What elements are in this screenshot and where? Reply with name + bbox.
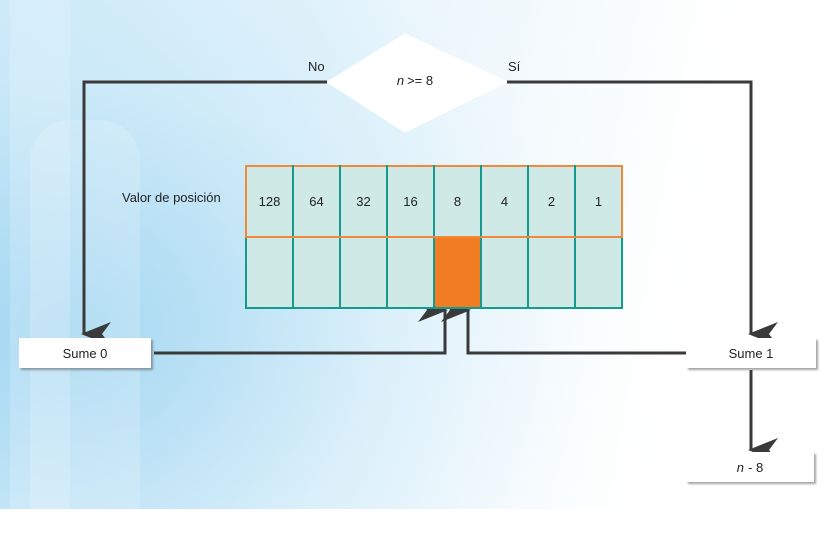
yes-branch-line [507, 80, 778, 346]
yes-label: Sí [508, 59, 521, 74]
bit-cell [527, 237, 576, 309]
connector-lines [81, 80, 778, 462]
sume-1-box: Sume 1 [686, 338, 816, 368]
bit-cell [339, 237, 388, 309]
no-branch-line [81, 80, 327, 346]
place-value-cell: 4 [480, 165, 529, 238]
place-value-cell: 16 [386, 165, 435, 238]
bit-cell [480, 237, 529, 309]
bit-cell [292, 237, 341, 309]
place-value-cell: 1 [574, 165, 623, 238]
sume-0-box: Sume 0 [19, 338, 151, 368]
sume0-to-cell-line [154, 298, 448, 355]
result-expression: - 8 [748, 459, 764, 475]
decision-condition: >= 8 [407, 73, 434, 88]
sume1-to-cell-line [441, 298, 686, 355]
place-value-grid: 128 64 32 16 8 4 2 1 [245, 165, 623, 309]
decision-variable: n [396, 73, 405, 88]
place-value-cell: 128 [245, 165, 294, 238]
place-value-cell: 2 [527, 165, 576, 238]
bit-cell [574, 237, 623, 309]
row-label: Valor de posición [122, 190, 221, 205]
result-variable: n [736, 459, 745, 475]
bit-cell [245, 237, 294, 309]
bg-stripe [10, 0, 70, 560]
bit-cell [386, 237, 435, 309]
no-label: No [308, 59, 325, 74]
bit-row [245, 237, 623, 309]
place-value-cell: 8 [433, 165, 482, 238]
bit-cell-highlighted [433, 237, 482, 309]
result-box: n- 8 [686, 452, 814, 482]
place-value-cell: 32 [339, 165, 388, 238]
place-value-cell: 64 [292, 165, 341, 238]
place-value-row: 128 64 32 16 8 4 2 1 [245, 165, 623, 238]
decision-text: n>= 8 [370, 73, 460, 88]
